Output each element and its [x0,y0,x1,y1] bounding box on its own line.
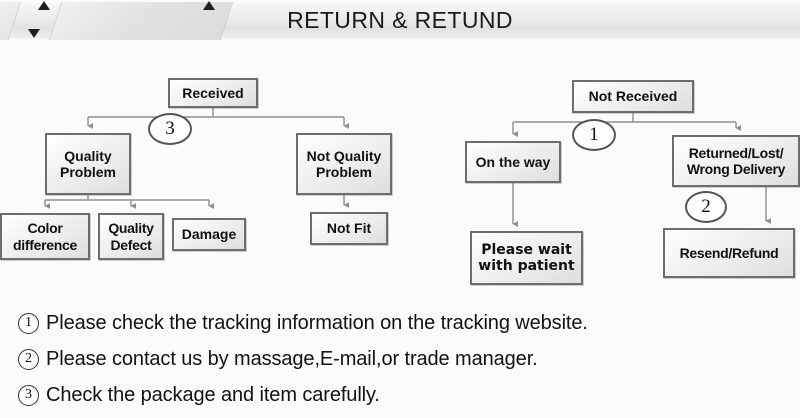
flow-node-damage[interactable]: Damage [172,218,246,251]
footnote-text-1: Please check the tracking information on… [46,311,588,334]
flow-node-not-received[interactable]: Not Received [572,80,694,113]
flowchart-connectors [44,108,771,227]
footnotes-list: 1 Please check the tracking information … [18,305,788,413]
flow-node-returned-lost-wrong-delivery[interactable]: Returned/Lost/ Wrong Delivery [672,135,800,187]
triangle-marker-down-left [28,29,40,38]
flow-node-not-fit[interactable]: Not Fit [310,212,388,245]
flow-node-color-difference[interactable]: Color difference [0,213,90,260]
footnote-text-3: Check the package and item carefully. [46,383,380,406]
footnote-text-2: Please contact us by massage,E-mail,or t… [46,347,538,370]
flow-node-quality-problem[interactable]: Quality Problem [45,133,131,195]
footnote-row: 1 Please check the tracking information … [18,305,788,341]
badge-3: 3 [148,113,192,145]
triangle-marker-up-right [203,1,215,10]
triangle-marker-up-left [38,1,50,10]
footnote-row: 3 Check the package and item carefully. [18,377,788,413]
badge-2: 2 [685,191,727,223]
flow-node-not-quality-problem[interactable]: Not Quality Problem [296,133,392,195]
flow-node-quality-defect[interactable]: Quality Defect [98,213,164,260]
flow-node-please-wait[interactable]: Please wait with patient [470,231,583,285]
footnote-badge-1: 1 [18,312,39,334]
badge-1: 1 [572,119,616,151]
footnote-row: 2 Please contact us by massage,E-mail,or… [18,341,788,377]
footnote-badge-2: 2 [18,348,39,370]
page-title: RETURN & RETUND [287,7,513,33]
flow-node-on-the-way[interactable]: On the way [465,141,561,183]
footnote-badge-3: 3 [18,384,39,406]
flow-node-received[interactable]: Received [168,78,258,108]
flow-node-resend-refund[interactable]: Resend/Refund [663,228,795,278]
